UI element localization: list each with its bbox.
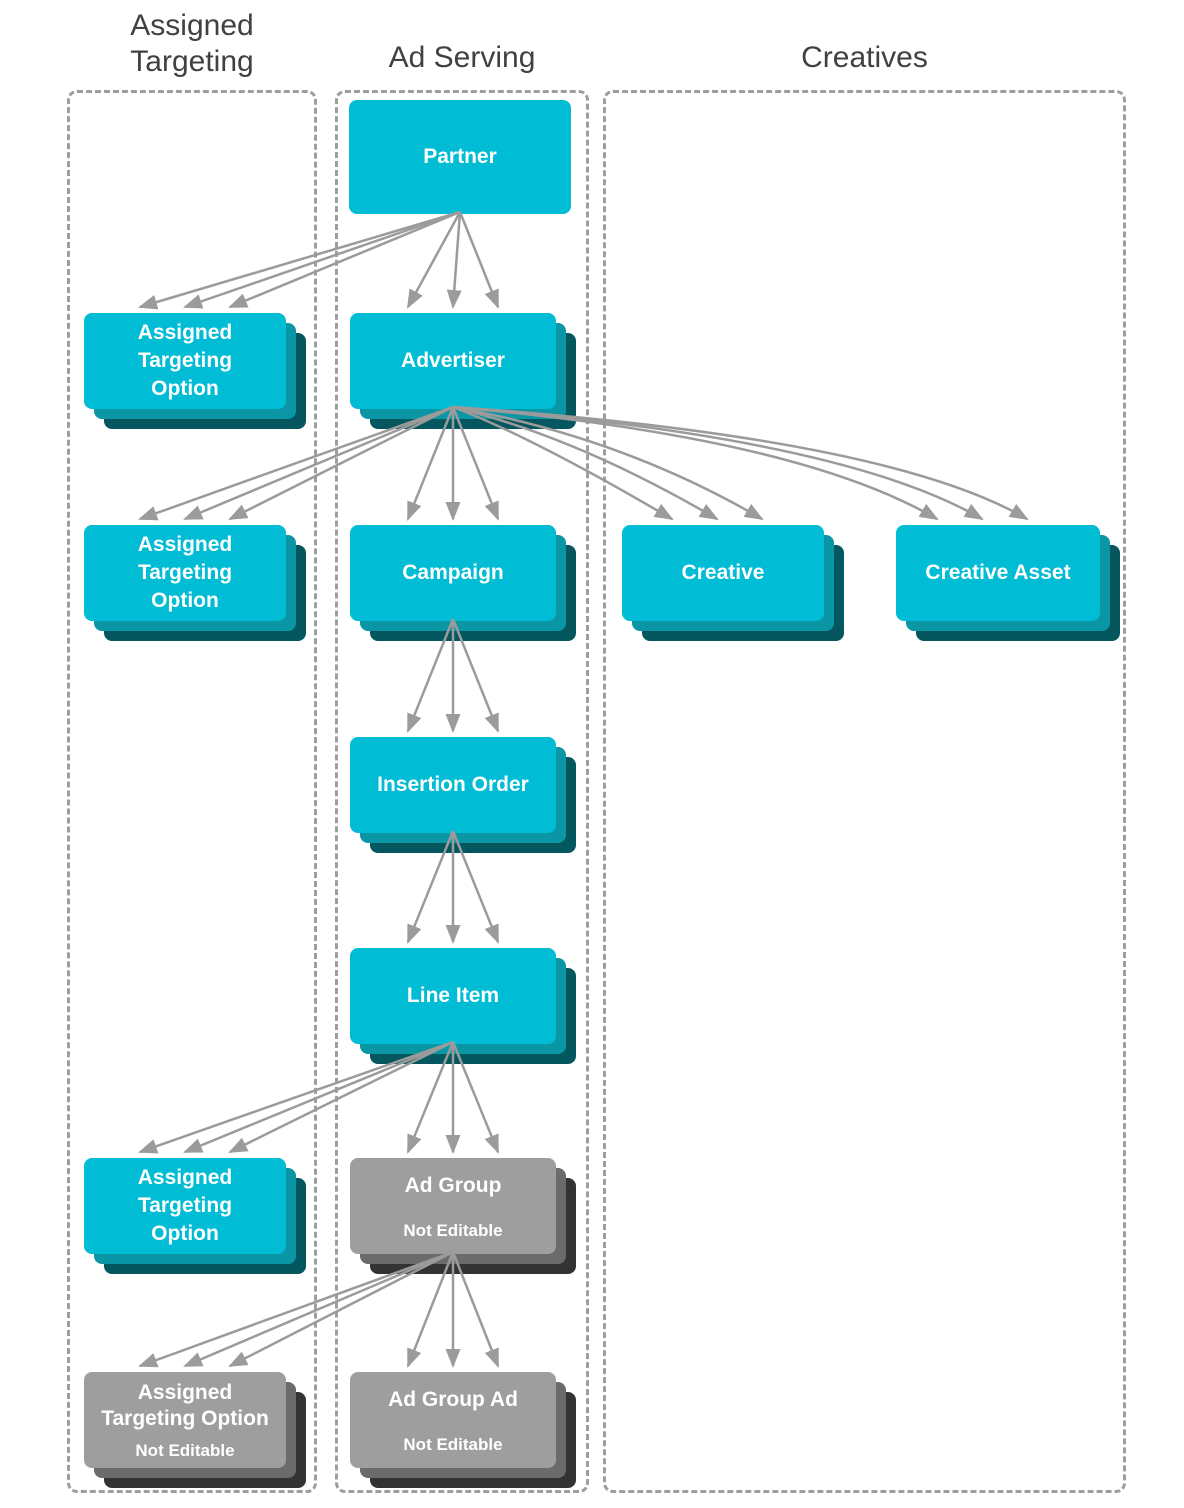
node-label-line: Ad Group [404,1174,502,1197]
node-label-line: Ad Group Ad [388,1388,518,1411]
node-label-line: Option [151,1222,219,1245]
node-label-line: Targeting [137,349,233,372]
column-ad-serving [335,90,589,1493]
column-creatives [603,90,1126,1493]
node-ad-group-ad[interactable]: Ad Group Ad Not Editable [350,1372,556,1468]
node-label-line: Insertion Order [377,773,529,796]
node-sublabel-ato4: Not Editable [135,1441,235,1460]
node-label-ad-group-ad: Ad Group Ad [388,1386,518,1414]
node-label-line: Line Item [406,984,500,1007]
node-label-insertion-order: Insertion Order [377,771,529,799]
node-label-line: Targeting [137,561,233,584]
node-partner[interactable]: Partner [349,100,571,214]
node-label-line: Option [151,377,219,400]
node-label-line: Assigned [137,321,233,344]
node-label-line: Assigned [137,1166,233,1189]
node-creative-asset[interactable]: Creative Asset [896,525,1100,621]
node-label-creative: Creative [682,559,765,587]
node-label-line: Option [151,589,219,612]
node-label-line: Targeting Option [101,1407,269,1430]
node-sublabel-ad-group: Not Editable [403,1221,503,1240]
node-label-line: Creative Asset [925,561,1071,584]
node-campaign[interactable]: Campaign [350,525,556,621]
column-title-creatives: Creatives [603,40,1126,76]
node-label-line: Partner [423,145,497,168]
column-title-line: Assigned [130,9,254,42]
node-label-campaign: Campaign [402,559,504,587]
node-creative[interactable]: Creative [622,525,824,621]
node-label-creative-asset: Creative Asset [925,559,1070,587]
column-title-line: Creatives [801,41,928,74]
node-label-line: Targeting [137,1194,233,1217]
column-title-line: Ad Serving [388,41,536,74]
column-assigned-targeting [67,90,317,1493]
node-label-advertiser: Advertiser [401,347,505,375]
node-line-item[interactable]: Line Item [350,948,556,1044]
node-label-ad-group: Ad Group [405,1172,502,1200]
column-title-ad-serving: Ad Serving [335,40,589,76]
column-title-line: Targeting [130,45,254,78]
node-sublabel-ad-group-ad: Not Editable [403,1435,503,1454]
node-label-line-item: Line Item [407,982,499,1010]
node-label-line: Advertiser [401,349,505,372]
node-insertion-order[interactable]: Insertion Order [350,737,556,833]
node-label-line: Assigned [137,533,233,556]
node-advertiser[interactable]: Advertiser [350,313,556,409]
node-label-line: Creative [681,561,765,584]
node-label-line: Assigned [137,1381,233,1404]
node-label-partner: Partner [423,143,497,171]
node-label-line: Campaign [402,561,504,584]
